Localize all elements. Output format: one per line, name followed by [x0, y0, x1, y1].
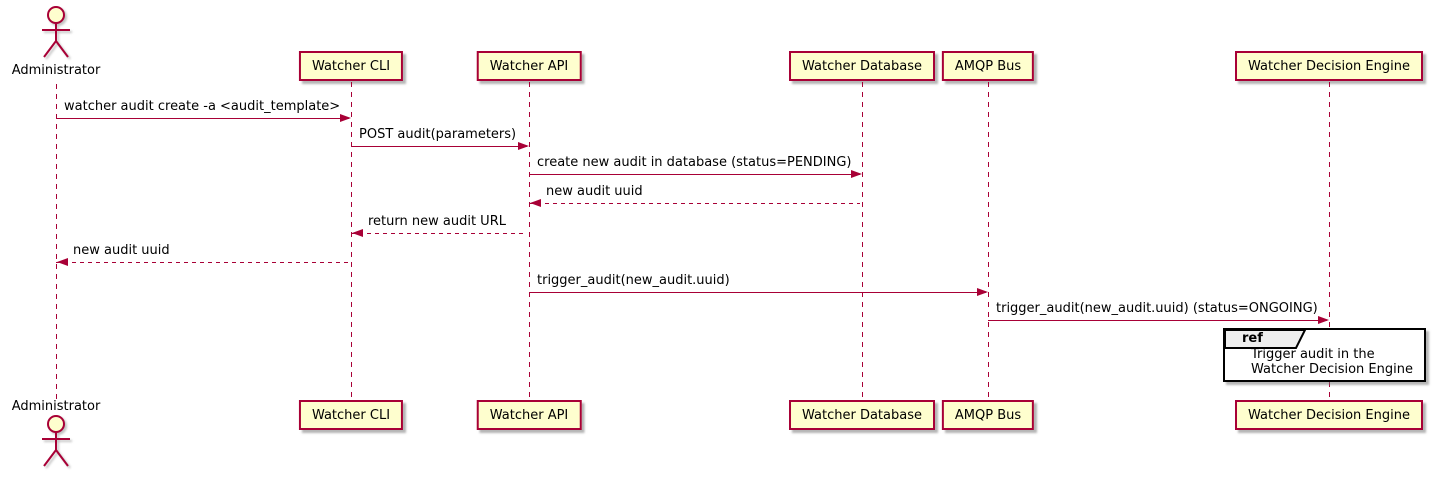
actor-label-administrator: Administrator [11, 399, 101, 414]
ref-keyword: ref [1242, 331, 1263, 346]
message-label-6: trigger_audit(new_audit.uuid) [537, 273, 730, 288]
message-line-2 [529, 174, 860, 176]
participant-watcher-cli-top: Watcher CLI [298, 51, 404, 81]
ref-text-line: Watcher Decision Engine [1251, 362, 1413, 377]
lifeline-watcher-database [862, 82, 863, 400]
message-line-7 [988, 320, 1327, 322]
participant-watcher-decision-engine-top: Watcher Decision Engine [1235, 51, 1423, 81]
actor-label-administrator: Administrator [11, 63, 101, 78]
ref-text-line: Trigger audit in the [1251, 347, 1375, 362]
message-line-5 [56, 262, 349, 264]
message-line-4 [351, 233, 527, 235]
participant-watcher-database-bottom: Watcher Database [789, 400, 935, 430]
message-line-1 [351, 146, 527, 148]
message-line-3 [529, 203, 860, 205]
message-label-2: create new audit in database (status=PEN… [537, 155, 852, 170]
actor-icon-administrator [36, 5, 76, 61]
ref-text: Trigger audit in the Watcher Decision En… [1225, 330, 1424, 377]
participant-watcher-cli-bottom: Watcher CLI [298, 400, 404, 430]
participant-amqp-bus-top: AMQP Bus [941, 51, 1035, 81]
lifeline-watcher-api [529, 82, 530, 400]
participant-watcher-api-bottom: Watcher API [476, 400, 582, 430]
message-line-6 [529, 292, 986, 294]
message-label-7: trigger_audit(new_audit.uuid) (status=ON… [996, 301, 1318, 316]
message-label-4: return new audit URL [368, 214, 506, 229]
message-label-0: watcher audit create -a <audit_template> [64, 99, 341, 114]
participant-watcher-api-top: Watcher API [476, 51, 582, 81]
message-label-3: new audit uuid [546, 184, 643, 199]
lifeline-amqp-bus [988, 82, 989, 400]
message-line-0 [56, 118, 349, 120]
actor-icon-administrator [36, 414, 76, 470]
participant-amqp-bus-bottom: AMQP Bus [941, 400, 1035, 430]
ref-tab-shape [1224, 329, 1307, 349]
participant-watcher-decision-engine-bottom: Watcher Decision Engine [1235, 400, 1423, 430]
lifeline-watcher-cli [351, 82, 352, 400]
lifeline-administrator [56, 84, 57, 399]
message-label-5: new audit uuid [73, 243, 170, 258]
ref-fragment: ref Trigger audit in the Watcher Decisio… [1223, 328, 1426, 382]
participant-watcher-database-top: Watcher Database [789, 51, 935, 81]
lifeline-watcher-decision-engine [1329, 82, 1330, 400]
message-label-1: POST audit(parameters) [359, 127, 517, 142]
